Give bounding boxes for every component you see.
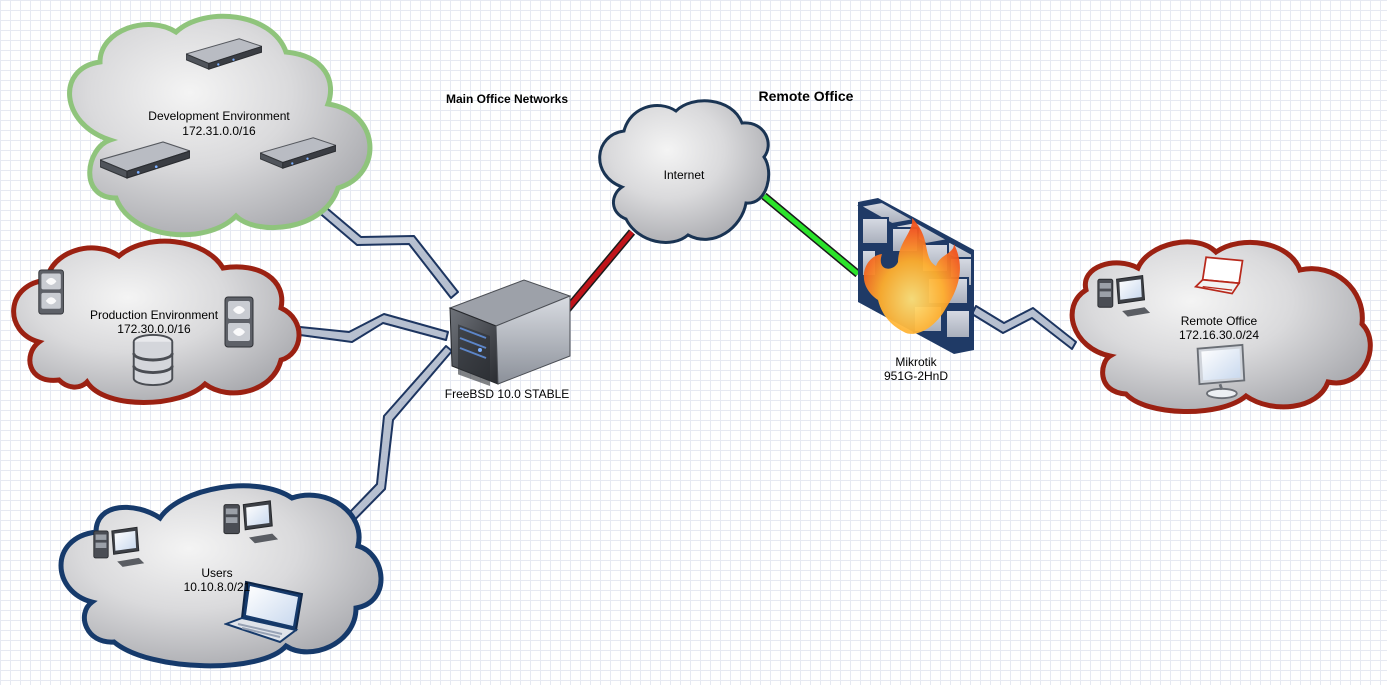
router-freebsd[interactable]: FreeBSD 10.0 STABLE bbox=[445, 279, 572, 401]
cloud-shape bbox=[11, 238, 302, 405]
router-name: FreeBSD 10.0 STABLE bbox=[445, 387, 570, 401]
lightning-link-remote bbox=[971, 305, 1077, 350]
dev-env-subnet: 172.31.0.0/16 bbox=[182, 124, 256, 138]
internet-name: Internet bbox=[664, 168, 705, 182]
lightning-link-dev bbox=[309, 198, 459, 299]
dev-env-name: Development Environment bbox=[148, 109, 290, 123]
lightning-link-prod bbox=[299, 313, 449, 343]
cloud-shape bbox=[1069, 239, 1373, 414]
tower-server-icon bbox=[38, 269, 64, 315]
prod-env-subnet: 172.30.0.0/16 bbox=[117, 322, 191, 336]
cloud-dev-environment[interactable]: Development Environment 172.31.0.0/16 bbox=[67, 13, 373, 238]
firewall-model: 951G-2HnD bbox=[884, 369, 948, 383]
cloud-shape bbox=[598, 99, 771, 244]
cloud-shape bbox=[67, 13, 373, 238]
remote-office-subnet: 172.16.30.0/24 bbox=[1179, 328, 1259, 342]
firewall-mikrotik[interactable]: Mikrotik 951G-2HnD bbox=[857, 198, 974, 383]
database-icon bbox=[132, 334, 174, 386]
users-name: Users bbox=[201, 566, 232, 580]
firewall-name: Mikrotik bbox=[895, 355, 937, 369]
main-office-title: Main Office Networks bbox=[446, 92, 568, 106]
cloud-prod-environment[interactable]: Production Environment 172.30.0.0/16 bbox=[11, 238, 302, 405]
cloud-remote-office[interactable]: Remote Office 172.16.30.0/24 bbox=[1069, 239, 1373, 414]
remote-office-title: Remote Office bbox=[759, 88, 854, 104]
remote-office-name: Remote Office bbox=[1181, 314, 1258, 328]
firewall-icon bbox=[857, 198, 974, 354]
cloud-shape bbox=[58, 483, 384, 669]
cloud-internet[interactable]: Internet bbox=[598, 99, 771, 244]
cloud-users[interactable]: Users 10.10.8.0/21 bbox=[58, 483, 384, 669]
prod-env-name: Production Environment bbox=[90, 308, 219, 322]
users-subnet: 10.10.8.0/21 bbox=[184, 580, 251, 594]
tower-server-icon bbox=[224, 296, 254, 348]
